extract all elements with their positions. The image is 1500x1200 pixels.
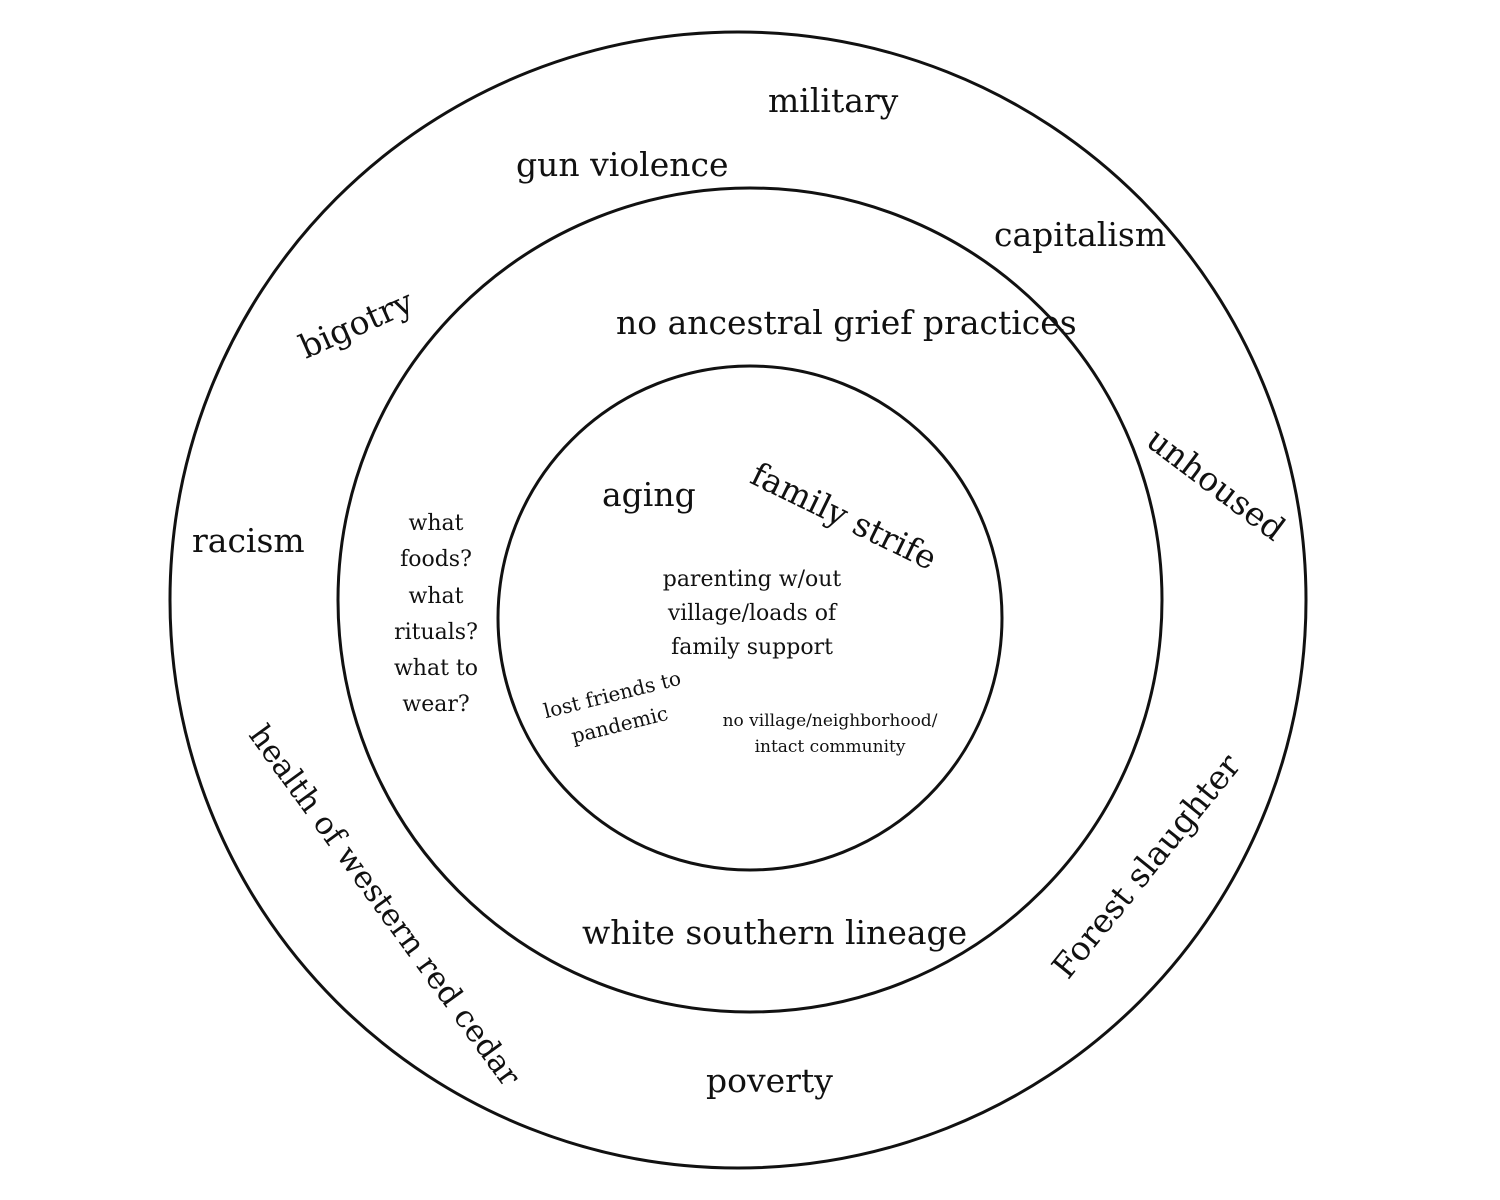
label-gun-violence: gun violence — [516, 145, 729, 184]
label-what-foods-what-rituals-what-to-wear: what foods? what rituals? what to wear? — [393, 511, 479, 718]
inner-circle — [496, 364, 1004, 872]
label-aging: aging — [602, 475, 696, 514]
label-racism: racism — [192, 521, 305, 560]
label-no-village-neighborhood-intact-community: no village/neighborhood/intact community — [722, 711, 938, 758]
label-capitalism: capitalism — [994, 215, 1167, 254]
label-no-ancestral-grief-practices: no ancestral grief practices — [616, 303, 1077, 342]
label-poverty: poverty — [706, 1061, 833, 1100]
label-military: military — [768, 81, 899, 120]
label-white-southern-lineage: white southern lineage — [582, 913, 968, 952]
middle-ring — [336, 186, 1164, 1014]
label-parenting-without-village: parenting w/out village/loads of family … — [662, 567, 842, 661]
outer-ring — [168, 30, 1308, 1170]
